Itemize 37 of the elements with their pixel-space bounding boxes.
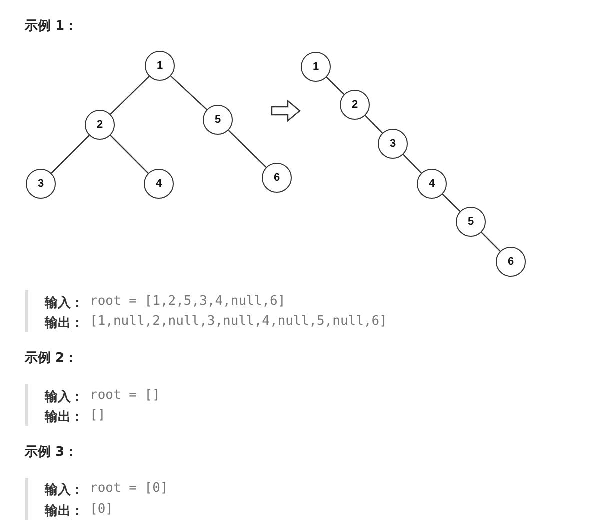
tree-edge — [110, 76, 150, 115]
code-text: [0] — [90, 502, 114, 517]
field-label: 输入： — [45, 482, 84, 499]
tree-edge — [442, 194, 461, 212]
tree-node: 6 — [496, 247, 526, 277]
example-heading: 示例 3： — [25, 444, 78, 461]
tree-edge — [110, 135, 149, 174]
tree-edge — [326, 77, 345, 95]
tree-edge — [403, 154, 422, 174]
tree-node: 2 — [340, 90, 370, 120]
code-text: [1,null,2,null,3,null,4,null,5,null,6] — [90, 314, 388, 329]
field-label: 输入： — [45, 388, 84, 406]
tree-edge — [170, 76, 208, 110]
field-label: 输出： — [45, 315, 84, 332]
tree-node: 2 — [85, 110, 115, 140]
tree-edge — [228, 130, 267, 168]
code-text: root = [] — [90, 388, 160, 403]
tree-node: 6 — [262, 163, 292, 193]
example-heading: 示例 2： — [25, 350, 78, 367]
field-label: 输入： — [45, 294, 84, 312]
tree-edge — [481, 232, 501, 252]
tree-edge — [365, 115, 383, 134]
tree-node: 4 — [144, 169, 174, 199]
tree-node: 5 — [456, 207, 486, 237]
example-heading: 示例 1： — [25, 18, 78, 35]
tree-node: 4 — [417, 169, 447, 199]
field-label: 输出： — [45, 409, 84, 426]
code-text: root = [1,2,5,3,4,null,6] — [90, 294, 286, 309]
code-text: root = [0] — [90, 481, 168, 496]
tree-edge — [51, 135, 90, 174]
tree-node: 5 — [203, 105, 233, 135]
field-label: 输出： — [45, 503, 84, 520]
code-text: [] — [90, 408, 106, 423]
tree-node: 1 — [301, 52, 331, 82]
tree-node: 1 — [145, 51, 175, 81]
tree-node: 3 — [26, 169, 56, 199]
tree-node: 3 — [378, 129, 408, 159]
